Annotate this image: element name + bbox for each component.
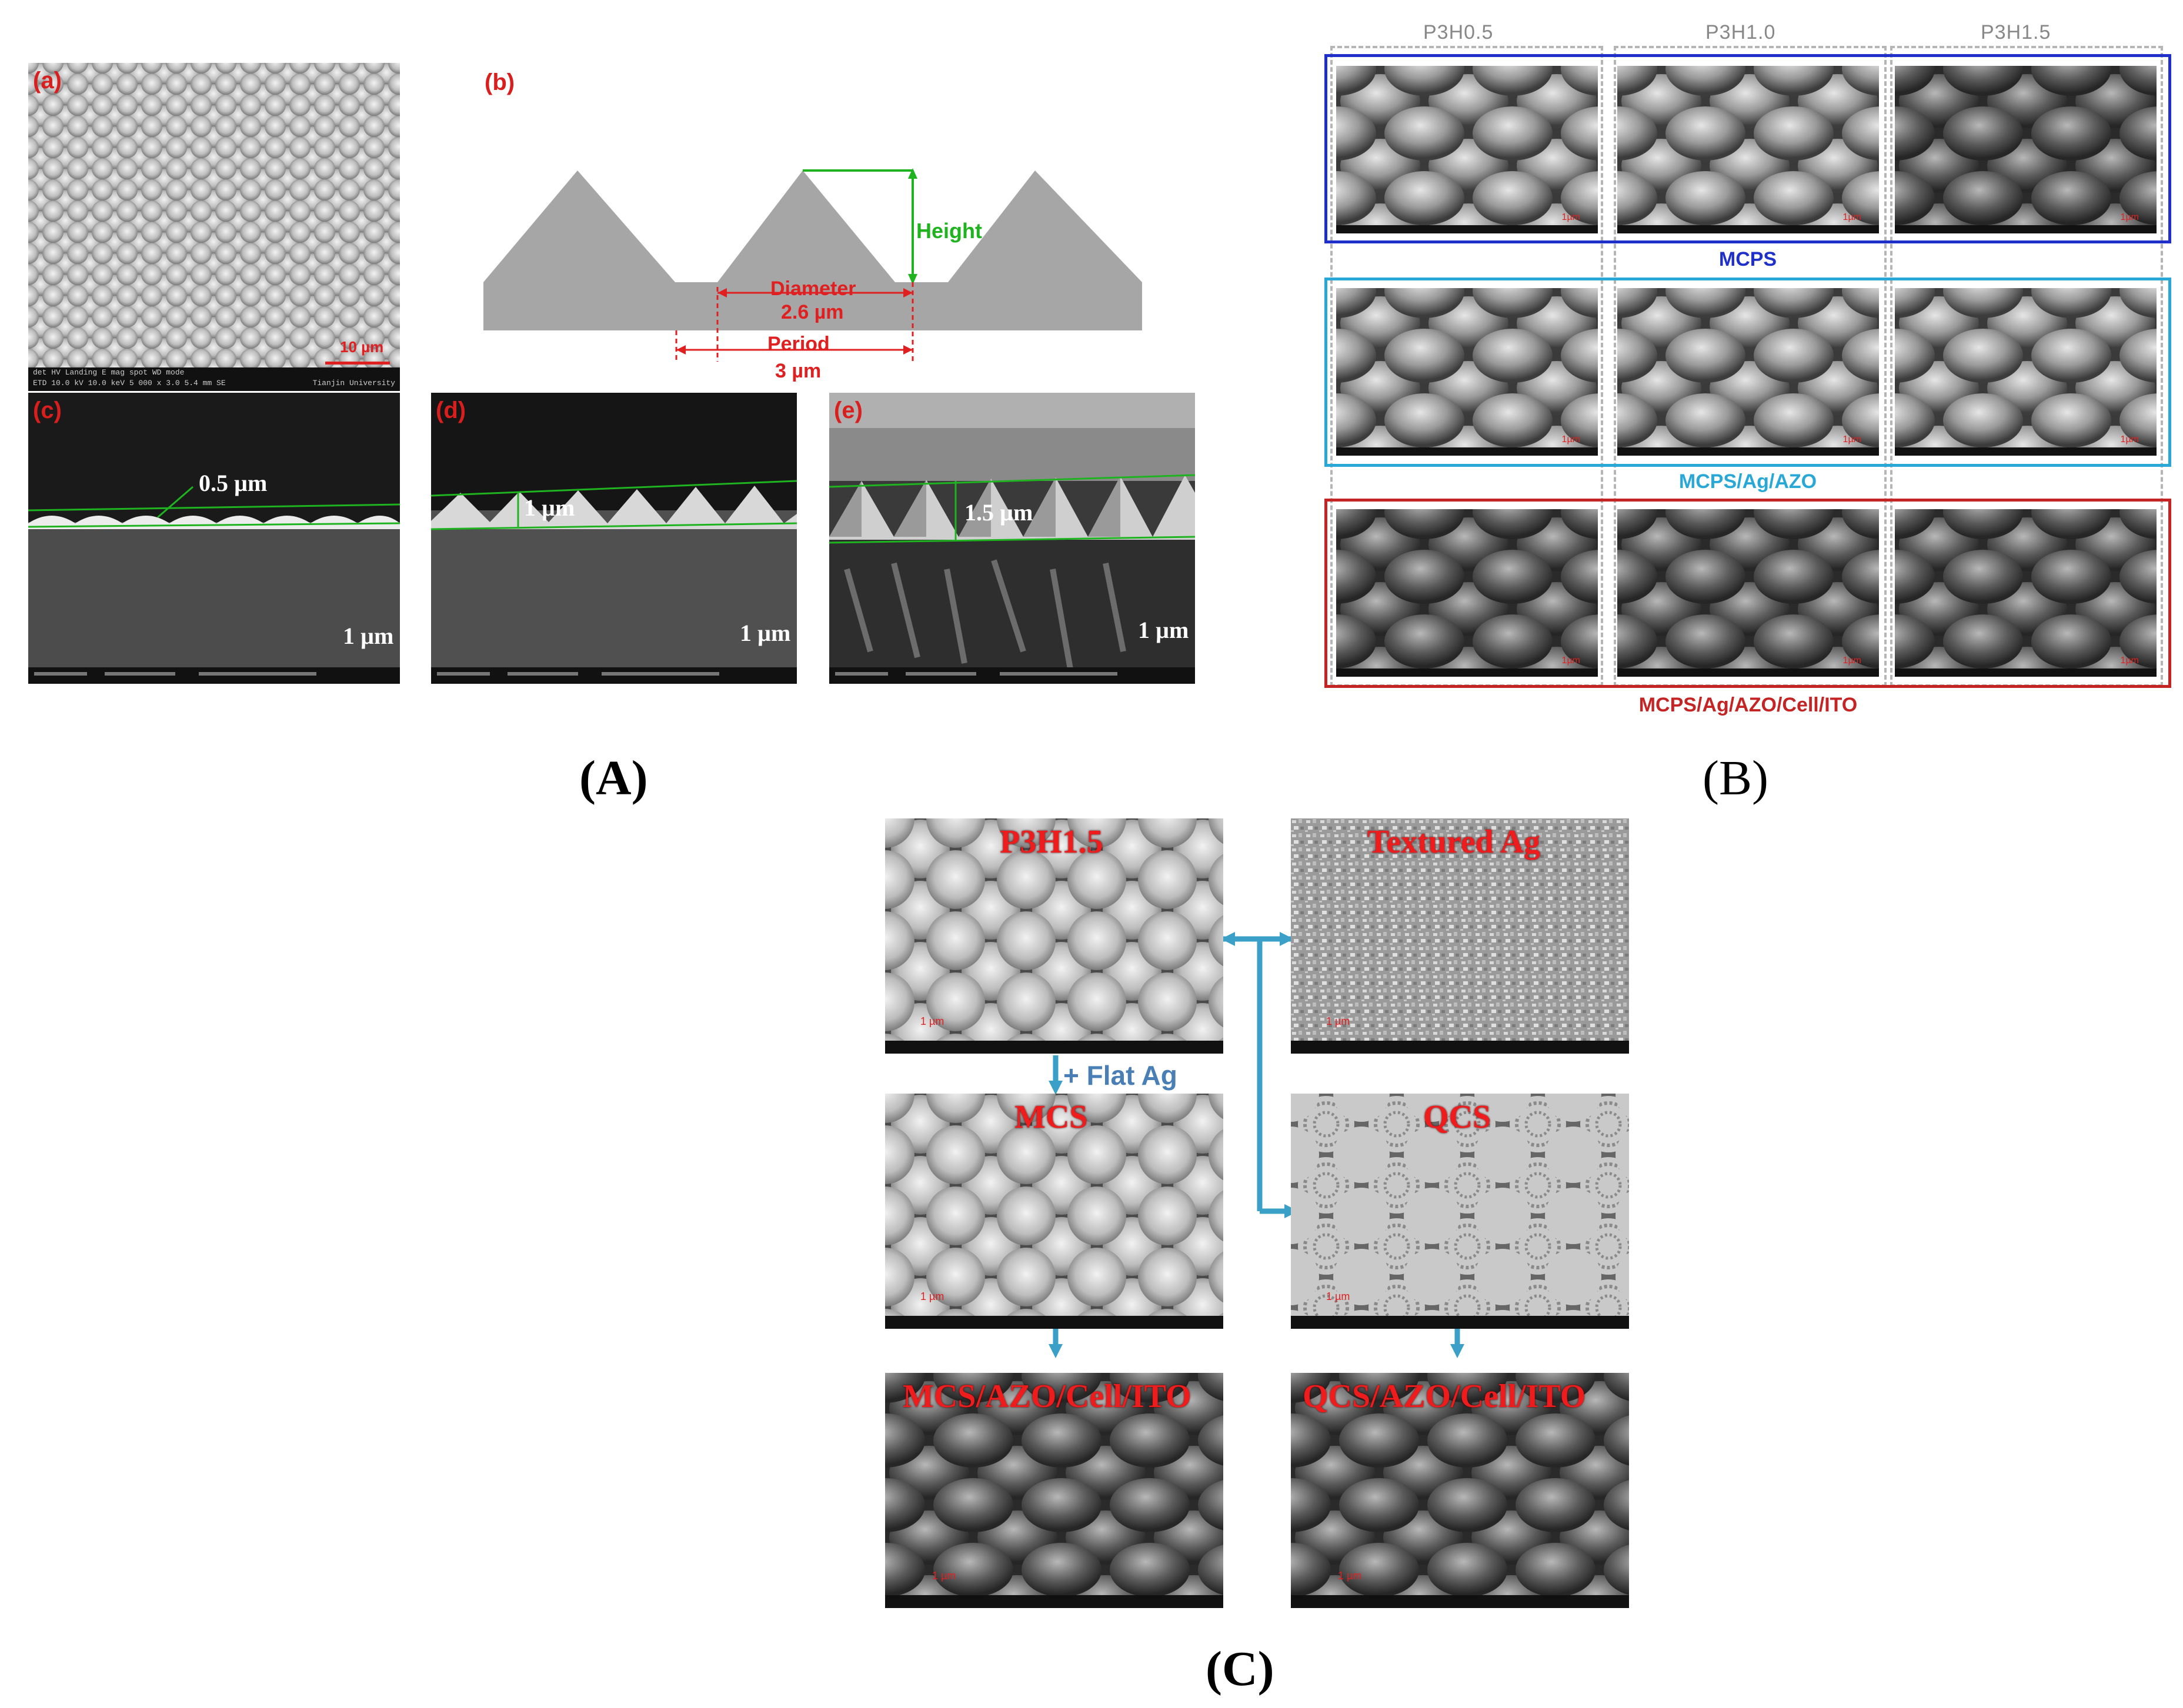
panel-caption-a: (A) <box>579 751 648 805</box>
scale-bar-d: 1 µm <box>740 620 791 646</box>
scale-bar-label-a: 10 µm <box>340 338 384 356</box>
height-value-c: 0.5 µm <box>199 470 268 496</box>
databar-institution: Tianjin University <box>312 379 395 387</box>
image-scale-mcs-stack: 1 µm <box>932 1570 956 1582</box>
scale-b8: 1µm <box>1842 656 1861 666</box>
flat-ag-label: + Flat Ag <box>1063 1060 1177 1091</box>
image-scale-mcs: 1 µm <box>920 1291 944 1302</box>
sem-c-textured-ag: Textured Ag 1 µm <box>1291 818 1629 1054</box>
image-label-textured-ag: Textured Ag <box>1367 824 1541 860</box>
image-label-qcs-stack: QCS/AZO/Cell/ITO <box>1303 1378 1586 1415</box>
scale-b2: 1µm <box>1842 212 1861 222</box>
sem-c-qcs: QCS 1 µm <box>1291 1094 1629 1329</box>
scale-b4: 1µm <box>1561 434 1580 444</box>
height-value-e: 1.5 µm <box>964 499 1033 526</box>
height-value-d: 1 µm <box>524 494 575 521</box>
scale-b9: 1µm <box>2120 656 2139 666</box>
scale-bar-line-a <box>325 362 390 365</box>
image-label-p3h15: P3H1.5 <box>1000 824 1103 860</box>
sem-mcps-p3h10: 1µm <box>1617 66 1879 233</box>
sem-azo-p3h10: 1µm <box>1617 288 1879 456</box>
scale-b5: 1µm <box>1842 434 1861 444</box>
cone-schematic <box>483 168 1142 362</box>
column-header-1: P3H0.5 <box>1423 21 1494 44</box>
sem-image-a: (a) 10 µm <box>28 63 400 389</box>
scale-b1: 1µm <box>1561 212 1580 222</box>
scale-b6: 1µm <box>2120 434 2139 444</box>
subpanel-tag-c: (c) <box>33 397 62 423</box>
sem-mcps-p3h05: 1µm <box>1336 66 1598 233</box>
sem-image-e: (e) 1.5 µm 1 µm <box>829 393 1195 684</box>
sem-image-c: (c) 0.5 µm 1 µm <box>28 393 400 684</box>
image-scale-qcs-stack: 1 µm <box>1338 1570 1362 1582</box>
sem-ito-p3h05: 1µm <box>1336 509 1598 677</box>
scale-bar-e: 1 µm <box>1138 617 1189 643</box>
sem-mcps-p3h15: 1µm <box>1895 66 2157 233</box>
flow-arrows <box>1049 932 1464 1358</box>
sem-c-mcs-stack: MCS/AZO/Cell/ITO 1 µm <box>885 1373 1223 1608</box>
image-scale-textured-ag: 1 µm <box>1326 1015 1350 1027</box>
diameter-label: Diameter <box>770 278 856 300</box>
image-label-qcs: QCS <box>1423 1099 1491 1135</box>
subpanel-tag-a: (a) <box>33 68 62 93</box>
image-scale-p3h15: 1 µm <box>920 1015 944 1027</box>
period-label: Period <box>767 333 830 355</box>
row-frame-mcps-ag-azo <box>1324 278 2171 467</box>
scale-b7: 1µm <box>1561 656 1580 666</box>
panel-caption-b: (B) <box>1703 751 1768 805</box>
subpanel-tag-b: (b) <box>485 69 515 95</box>
databar-line1: det HV Landing E mag spot WD mode <box>33 368 185 377</box>
subpanel-tag-e: (e) <box>834 397 863 423</box>
sem-ito-p3h15: 1µm <box>1895 509 2157 677</box>
sem-ito-p3h10: 1µm <box>1617 509 1879 677</box>
sem-c-p3h15: P3H1.5 1 µm <box>885 818 1223 1054</box>
subpanel-tag-d: (d) <box>436 397 466 423</box>
sem-databar-a: det HV Landing E mag spot WD mode ETD 10… <box>28 367 400 391</box>
period-value: 3 µm <box>775 360 822 382</box>
image-scale-qcs: 1 µm <box>1326 1291 1350 1302</box>
row-label-mcps: MCPS <box>1718 248 1777 270</box>
row-frame-full-stack <box>1324 499 2171 688</box>
sem-azo-p3h15: 1µm <box>1895 288 2157 456</box>
schematic-profile <box>483 171 1142 330</box>
panel-caption-c: (C) <box>1206 1642 1274 1696</box>
scale-b3: 1µm <box>2120 212 2139 222</box>
sem-c-mcs: MCS 1 µm <box>885 1094 1223 1329</box>
row-label-full-stack: MCPS/Ag/AZO/Cell/ITO <box>1638 694 1858 716</box>
scale-bar-c: 1 µm <box>343 623 394 649</box>
height-label: Height <box>916 219 982 243</box>
sem-c-qcs-stack: QCS/AZO/Cell/ITO 1 µm <box>1291 1373 1629 1608</box>
column-header-2: P3H1.0 <box>1705 21 1776 44</box>
row-label-mcps-ag-azo: MCPS/Ag/AZO <box>1678 470 1817 493</box>
sem-azo-p3h05: 1µm <box>1336 288 1598 456</box>
sem-image-d: (d) 1 µm 1 µm <box>431 393 797 684</box>
row-frame-mcps <box>1324 54 2171 243</box>
image-label-mcs: MCS <box>1014 1099 1088 1135</box>
image-label-mcs-stack: MCS/AZO/Cell/ITO <box>903 1378 1191 1415</box>
databar-line2: ETD 10.0 kV 10.0 keV 5 000 x 3.0 5.4 mm … <box>33 379 226 387</box>
column-header-3: P3H1.5 <box>1981 21 2051 44</box>
diameter-value: 2.6 µm <box>781 301 844 323</box>
